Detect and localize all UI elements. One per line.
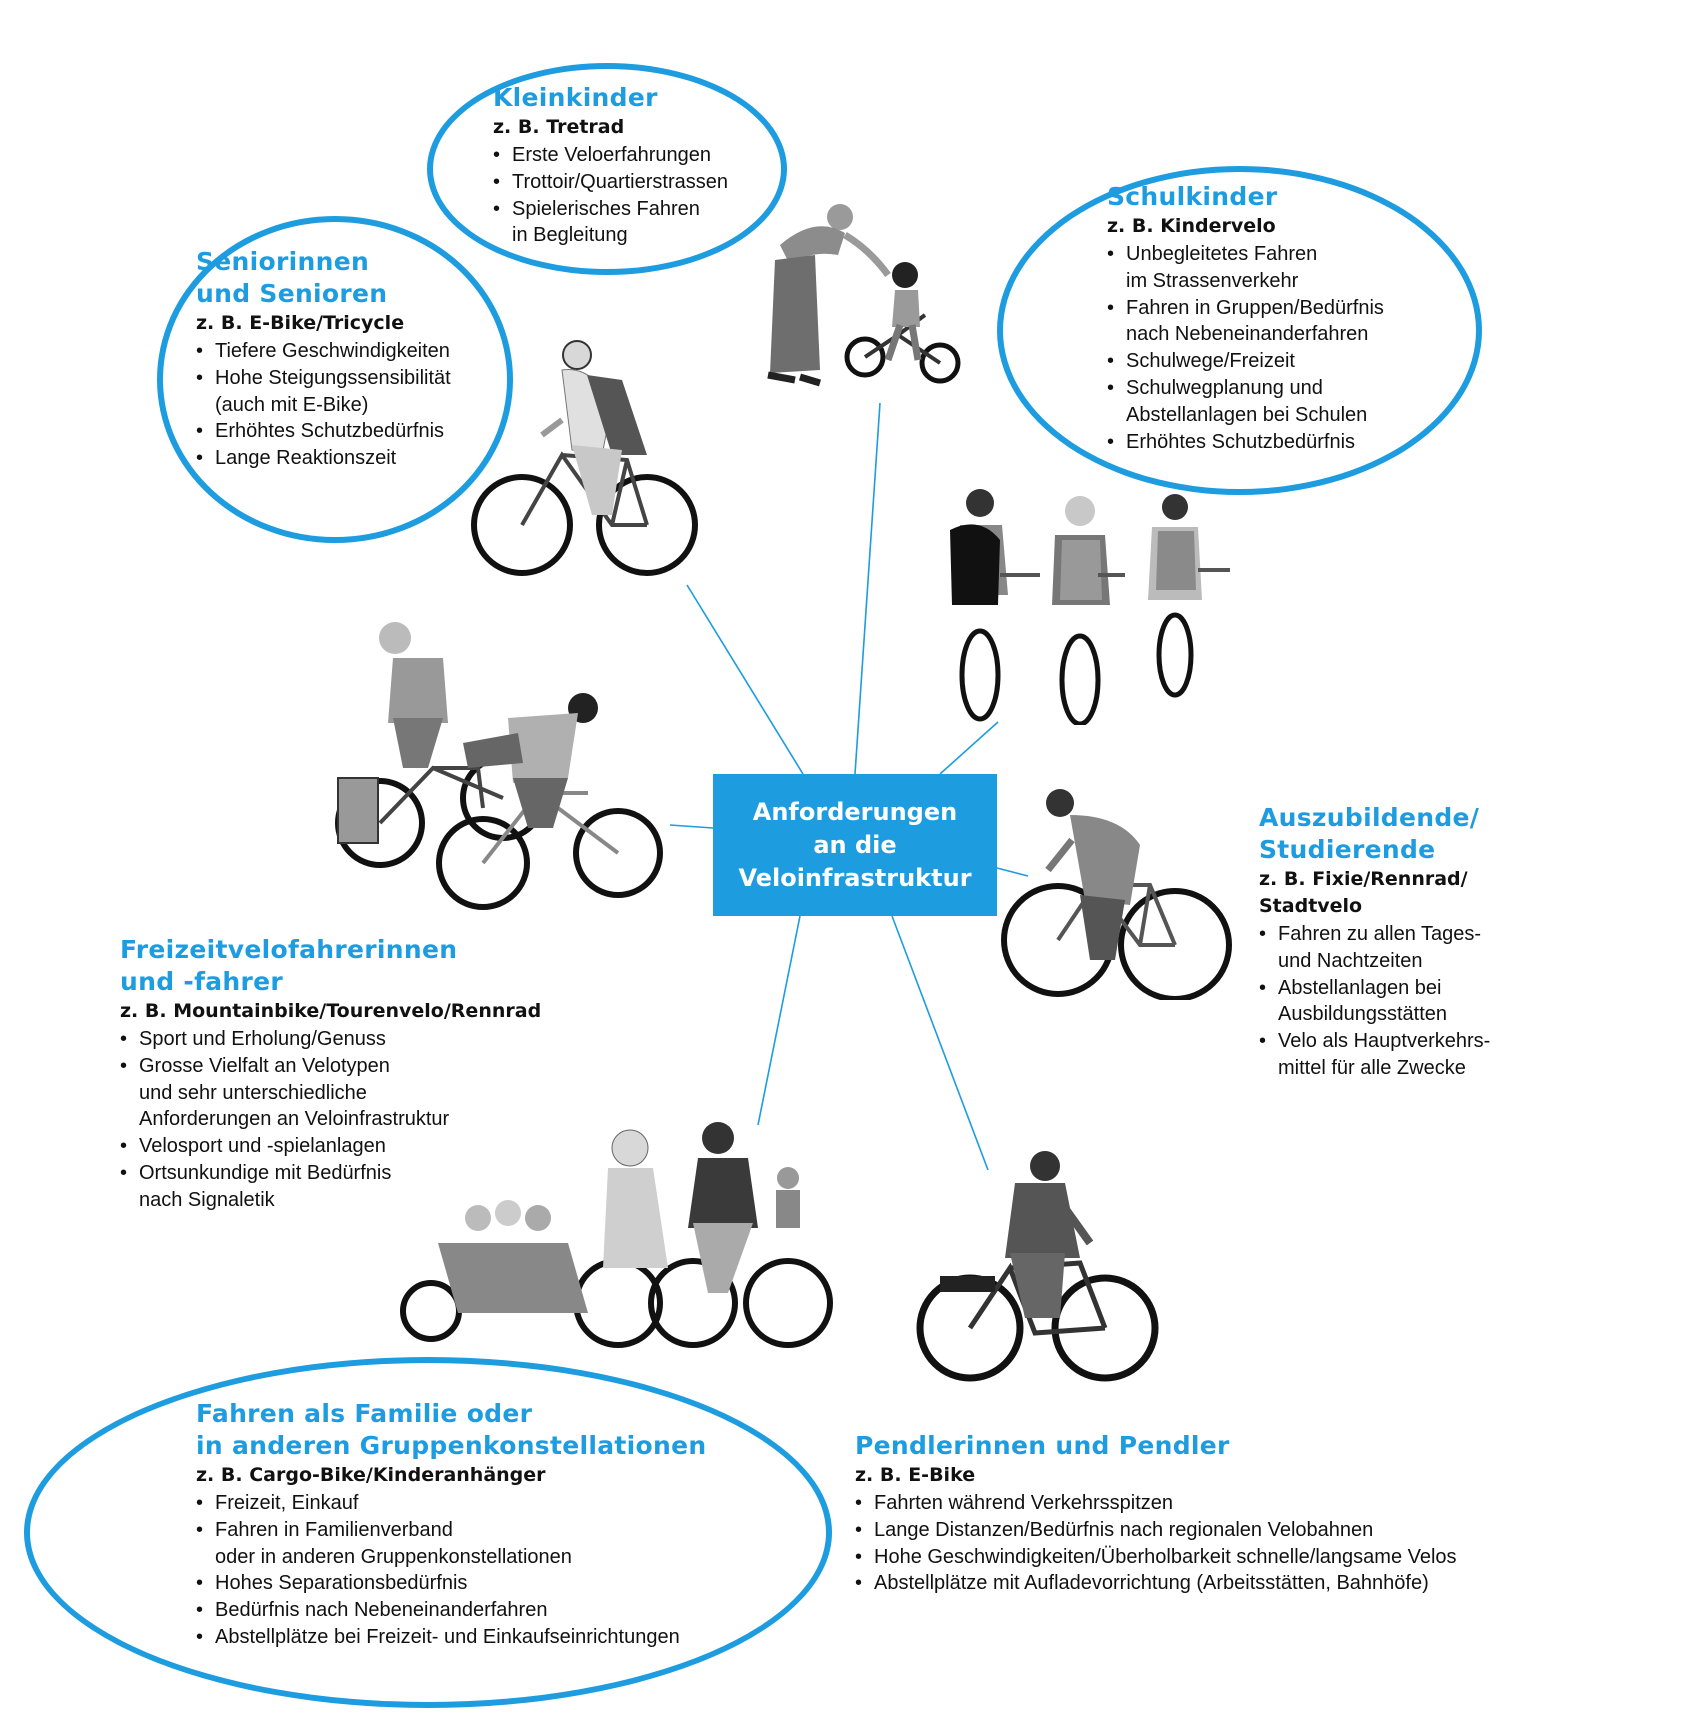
- senior-cyclist-illustration: [471, 340, 698, 576]
- group-freizeit: Freizeitvelofahrerinnen und -fahrer z. B…: [120, 934, 580, 1214]
- requirement-list: Erste Veloerfahrungen Trottoir/Quartiers…: [493, 142, 783, 249]
- group-example: z. B. Tretrad: [493, 116, 625, 138]
- requirement-item: Fahrten während Verkehrsspitzen: [855, 1490, 1555, 1517]
- requirement-item: Spielerisches Fahren in Begleitung: [493, 196, 783, 250]
- group-title: Seniorinnen und Senioren: [196, 247, 388, 308]
- group-example: z. B. E-Bike: [855, 1464, 976, 1486]
- group-auszubildende: Auszubildende/ Studierende z. B. Fixie/R…: [1259, 802, 1519, 1082]
- toddler-balance-bike-illustration: [767, 204, 961, 387]
- requirement-item: Bedürfnis nach Nebeneinanderfahren: [196, 1597, 816, 1624]
- group-kleinkinder: Kleinkinder z. B. Tretrad Erste Veloerfa…: [493, 82, 783, 249]
- requirement-item: Schulwege/Freizeit: [1107, 348, 1467, 375]
- center-box: Anforderungen an die Veloinfrastruktur: [713, 774, 997, 916]
- group-example: z. B. Kindervelo: [1107, 215, 1276, 237]
- requirement-list: Freizeit, Einkauf Fahren in Familienverb…: [196, 1490, 816, 1651]
- requirement-item: Velosport und -spielanlagen: [120, 1133, 580, 1160]
- student-cyclist-illustration: [1001, 789, 1232, 1000]
- connector-kleinkinder: [854, 402, 881, 775]
- requirement-item: Schulwegplanung und Abstellanlagen bei S…: [1107, 375, 1467, 429]
- group-title: Pendlerinnen und Pendler: [855, 1431, 1230, 1460]
- requirement-item: Velo als Hauptverkehrs- mittel für alle …: [1259, 1028, 1519, 1082]
- group-title: Kleinkinder: [493, 83, 658, 112]
- group-schulkinder: Schulkinder z. B. Kindervelo Unbegleitet…: [1107, 181, 1467, 455]
- ellipse-familie: [24, 1357, 832, 1708]
- requirement-list: Tiefere Geschwindigkeiten Hohe Steigungs…: [196, 338, 506, 472]
- connector-senioren: [686, 584, 804, 775]
- requirement-item: Erhöhtes Schutzbedürfnis: [1107, 429, 1467, 456]
- ellipse-schulkinder: [997, 166, 1482, 495]
- group-example: z. B. Mountainbike/Tourenvelo/Rennrad: [120, 1000, 542, 1022]
- requirement-item: Tiefere Geschwindigkeiten: [196, 338, 506, 365]
- requirement-item: Erste Veloerfahrungen: [493, 142, 783, 169]
- requirement-list: Fahrten während Verkehrsspitzen Lange Di…: [855, 1490, 1555, 1597]
- requirement-item: Ortsunkundige mit Bedürfnis nach Signale…: [120, 1160, 580, 1214]
- group-title: Schulkinder: [1107, 182, 1278, 211]
- requirement-item: Hohes Separationsbedürfnis: [196, 1570, 816, 1597]
- group-example: z. B. Cargo-Bike/Kinderanhänger: [196, 1464, 546, 1486]
- group-pendler: Pendlerinnen und Pendler z. B. E-Bike Fa…: [855, 1430, 1555, 1597]
- group-example: z. B. Fixie/Rennrad/ Stadtvelo: [1259, 868, 1468, 917]
- requirement-item: Abstellplätze mit Aufladevorrichtung (Ar…: [855, 1570, 1555, 1597]
- requirement-list: Fahren zu allen Tages- und Nachtzeiten A…: [1259, 921, 1519, 1082]
- requirement-item: Hohe Geschwindigkeiten/Überholbarkeit sc…: [855, 1544, 1555, 1571]
- requirement-item: Freizeit, Einkauf: [196, 1490, 816, 1517]
- requirement-item: Fahren in Familienverband oder in andere…: [196, 1517, 816, 1571]
- connector-freizeit: [669, 824, 714, 829]
- requirement-item: Abstellplätze bei Freizeit- und Einkaufs…: [196, 1624, 816, 1651]
- requirement-list: Unbegleitetes Fahren im Strassenverkehr …: [1107, 241, 1467, 455]
- connector-schulkinder: [939, 721, 999, 775]
- group-senioren: Seniorinnen und Senioren z. B. E-Bike/Tr…: [196, 246, 506, 472]
- ellipse-senioren: [157, 216, 513, 543]
- requirement-item: Fahren in Gruppen/Bedürfnis nach Nebenei…: [1107, 295, 1467, 349]
- group-familie: Fahren als Familie oder in anderen Grupp…: [196, 1398, 816, 1651]
- requirement-item: Lange Distanzen/Bedürfnis nach regionale…: [855, 1517, 1555, 1544]
- ellipse-kleinkinder: [427, 63, 787, 275]
- requirement-item: Hohe Steigungssensibilität (auch mit E-B…: [196, 365, 506, 419]
- requirement-item: Sport und Erholung/Genuss: [120, 1026, 580, 1053]
- center-label: Anforderungen an die Veloinfrastruktur: [738, 797, 972, 892]
- requirement-item: Lange Reaktionszeit: [196, 445, 506, 472]
- group-example: z. B. E-Bike/Tricycle: [196, 312, 405, 334]
- group-title: Freizeitvelofahrerinnen und -fahrer: [120, 935, 458, 996]
- group-title: Fahren als Familie oder in anderen Grupp…: [196, 1399, 707, 1460]
- family-cargo-bike-illustration: [400, 1122, 833, 1348]
- leisure-cyclists-illustration: [335, 622, 663, 910]
- requirement-list: Sport und Erholung/Genuss Grosse Vielfal…: [120, 1026, 580, 1214]
- schoolkids-cyclists-illustration: [950, 489, 1230, 725]
- connector-familie: [757, 915, 801, 1126]
- requirement-item: Abstellanlagen bei Ausbildungsstätten: [1259, 975, 1519, 1029]
- connector-pendler: [891, 915, 989, 1171]
- requirement-item: Trottoir/Quartierstrassen: [493, 169, 783, 196]
- connector-auszubildende: [996, 867, 1029, 877]
- requirement-item: Erhöhtes Schutzbedürfnis: [196, 418, 506, 445]
- requirement-item: Unbegleitetes Fahren im Strassenverkehr: [1107, 241, 1467, 295]
- commuter-ebike-illustration: [916, 1151, 1159, 1382]
- requirement-item: Fahren zu allen Tages- und Nachtzeiten: [1259, 921, 1519, 975]
- group-title: Auszubildende/ Studierende: [1259, 803, 1480, 864]
- requirement-item: Grosse Vielfalt an Velotypen und sehr un…: [120, 1053, 580, 1133]
